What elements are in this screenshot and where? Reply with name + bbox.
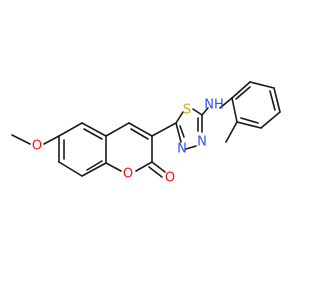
bond — [225, 121, 238, 143]
bond — [236, 121, 262, 129]
bond — [175, 111, 184, 124]
amine-nh-label: NH — [204, 98, 224, 113]
molecule-structure: O NH S N N O O — [11, 81, 281, 186]
bond — [192, 108, 203, 116]
methoxy-oxygen-label: O — [32, 139, 42, 154]
bond — [175, 122, 182, 143]
bond — [240, 117, 259, 124]
thiadiazole-nitrogen-label: N — [177, 142, 187, 157]
bond — [83, 128, 103, 140]
bond — [179, 125, 185, 138]
bond — [81, 122, 107, 137]
thiadiazole-nitrogen-label: N — [197, 135, 207, 150]
bond — [201, 107, 209, 116]
carbonyl-oxygen-label: O — [165, 171, 175, 186]
bond — [86, 160, 103, 171]
bond — [219, 97, 233, 109]
thiadiazole-sulfur-label: S — [183, 103, 191, 118]
bond — [105, 162, 122, 172]
bond — [43, 135, 60, 145]
bond — [260, 111, 281, 129]
bonds — [11, 81, 281, 178]
bond — [135, 161, 153, 172]
bond — [58, 122, 83, 137]
bond — [273, 87, 281, 113]
bond — [128, 122, 153, 137]
bond — [11, 134, 31, 145]
bond — [249, 81, 275, 89]
bond — [269, 90, 276, 111]
bond — [58, 161, 83, 177]
bond — [151, 122, 177, 137]
bond — [185, 145, 197, 150]
ring-oxygen-label: O — [123, 167, 133, 182]
bond — [231, 97, 238, 123]
bond — [231, 81, 251, 99]
bond — [151, 161, 166, 173]
atom-labels: O NH S N N O O — [32, 98, 224, 186]
bond — [105, 122, 130, 137]
bond — [130, 128, 149, 140]
bond — [235, 86, 251, 100]
bond — [148, 166, 163, 178]
bond — [81, 162, 107, 177]
